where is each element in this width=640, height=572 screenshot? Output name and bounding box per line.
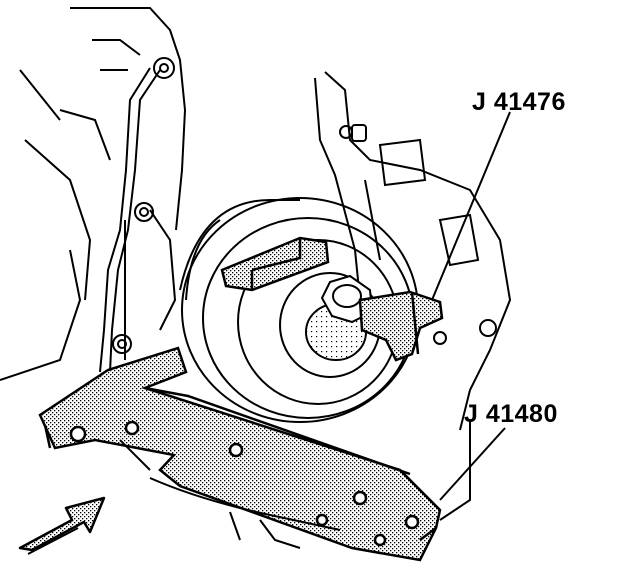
leader-line-tool-1 [431,111,511,301]
base-plate-tool [38,346,442,562]
lower-housing [119,439,341,549]
leader-line-tool-2 [439,427,506,501]
engine-block-right [314,71,512,521]
leader-lines [431,111,511,501]
engine-block-left [0,7,187,381]
callout-label-tool-2: J 41480 [464,400,558,428]
callout-label-tool-1: J 41476 [472,88,566,116]
view-direction-arrow-icon [18,496,106,555]
holding-tool-upper [220,236,444,362]
